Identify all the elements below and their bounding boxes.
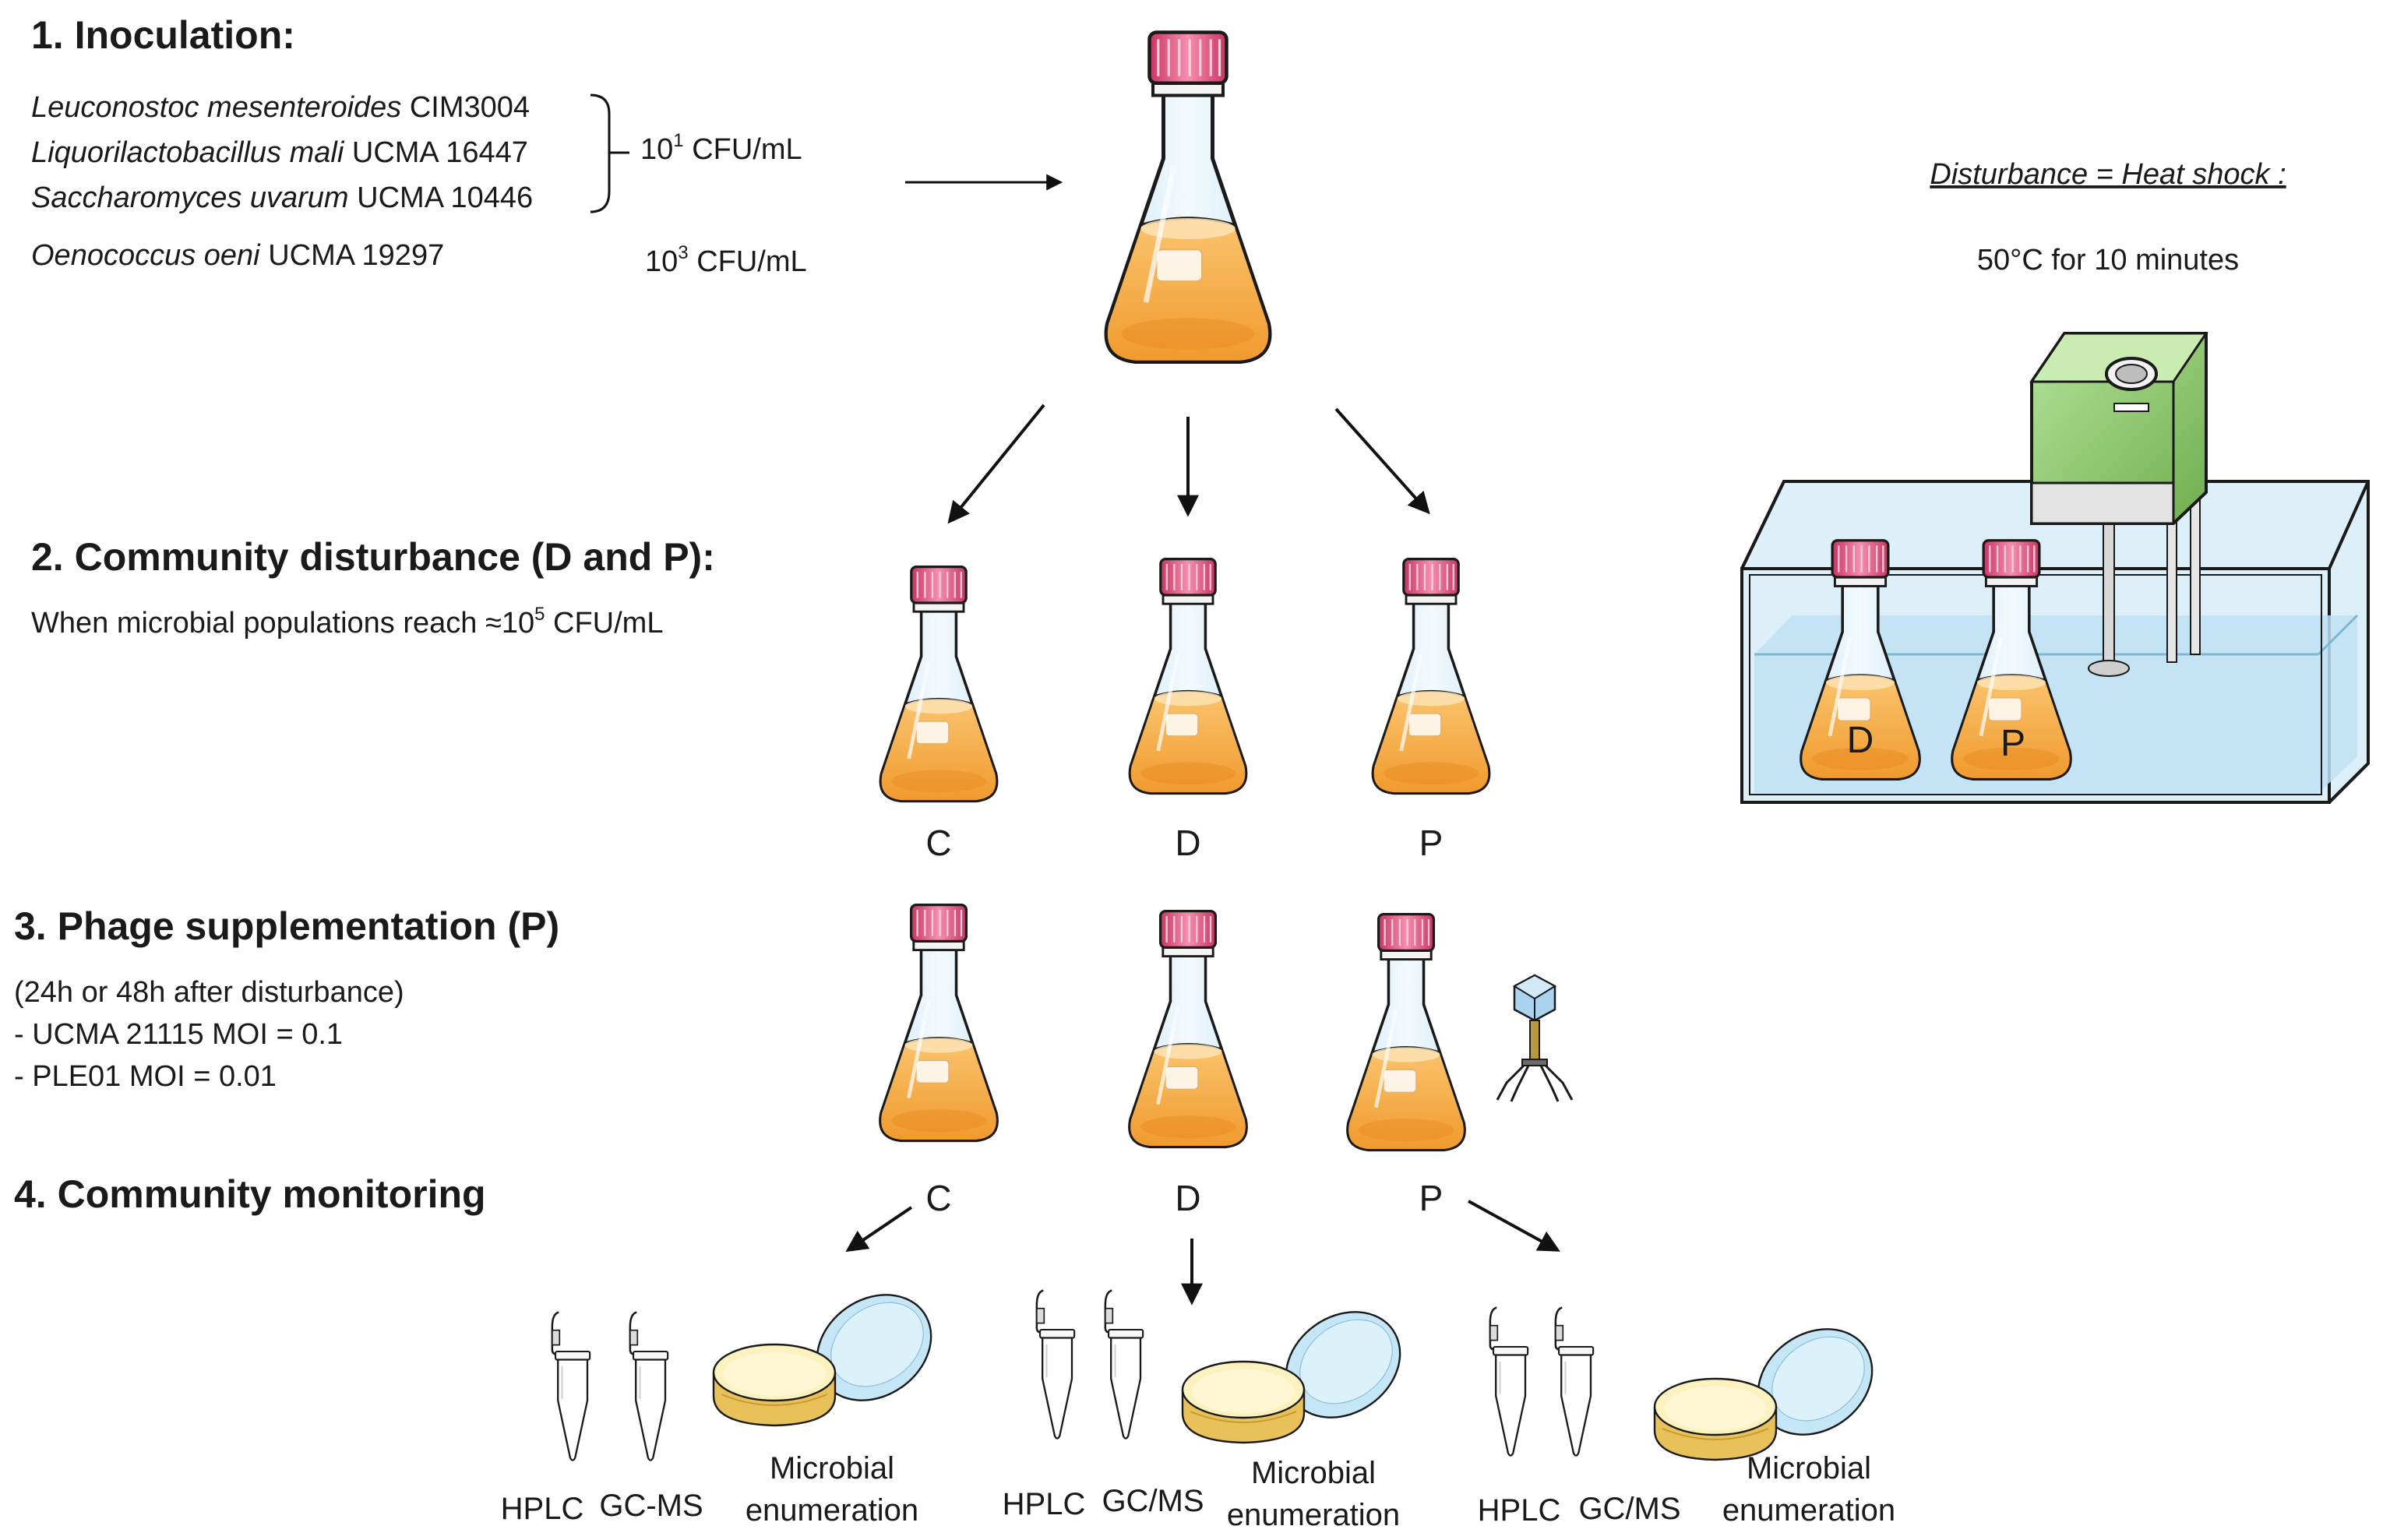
- monitoring-heading: 4. Community monitoring: [14, 1172, 486, 1216]
- plate-label-c-2: enumeration: [746, 1493, 918, 1528]
- monitoring-section: 4. Community monitoring: [14, 1172, 486, 1216]
- hplc-tube-d: [1035, 1288, 1076, 1440]
- disturbance-condition: When microbial populations reach ≈105 CF…: [31, 604, 663, 640]
- phage-timing: (24h or 48h after disturbance): [14, 976, 404, 1009]
- analysis-group-c: HPLC GC-MS Microbial enumeration: [501, 1272, 953, 1528]
- hplc-label-p: HPLC: [1478, 1493, 1561, 1528]
- gcms-label-c: GC-MS: [599, 1489, 703, 1523]
- flask-p-row2: [1373, 559, 1489, 794]
- inoculation-section: 1. Inoculation: Leuconostoc mesenteroide…: [31, 13, 1063, 278]
- label-c-row2: C: [925, 823, 951, 863]
- hplc-label-d: HPLC: [1003, 1487, 1086, 1521]
- petri-dish-d: [1181, 1289, 1422, 1444]
- phage-ple01: - PLE01 MOI = 0.01: [14, 1060, 277, 1093]
- arrow-to-c: [947, 404, 1045, 524]
- bath-flask-d-label: D: [1847, 720, 1874, 761]
- hplc-tube-c: [551, 1310, 591, 1462]
- gcms-tube-d: [1104, 1288, 1144, 1440]
- phage-heading: 3. Phage supplementation (P): [14, 904, 559, 948]
- species-oenococcus: Oenococcus oeni UCMA 19297: [31, 239, 444, 272]
- main-flask: [1106, 33, 1270, 362]
- petri-dish-p: [1653, 1306, 1894, 1461]
- analysis-group-d: HPLC GC/MS Microbial enumeration: [1003, 1288, 1422, 1532]
- flask-c-row2: [880, 567, 996, 802]
- gcms-label-d: GC/MS: [1102, 1484, 1204, 1518]
- species-saccharomyces: Saccharomyces uvarum UCMA 10446: [31, 181, 533, 214]
- heat-shock-detail: 50°C for 10 minutes: [1977, 244, 2239, 277]
- arrow-p-analyses: [1468, 1200, 1560, 1252]
- label-c-row4: C: [925, 1178, 951, 1218]
- flask-d-row2: [1130, 559, 1246, 794]
- dose-group: 101 CFU/mL: [640, 130, 802, 166]
- species-liquorilactobacillus: Liquorilactobacillus mali UCMA 16447: [31, 136, 528, 169]
- flask-p-row3: [1348, 914, 1465, 1151]
- plate-label-p-2: enumeration: [1722, 1493, 1895, 1528]
- phage-ucma: - UCMA 21115 MOI = 0.1: [14, 1018, 343, 1051]
- label-d-row4: D: [1175, 1178, 1200, 1218]
- arrow-c-analyses: [845, 1206, 913, 1253]
- plate-label-c-1: Microbial: [770, 1451, 894, 1485]
- gcms-label-p: GC/MS: [1578, 1492, 1680, 1526]
- dose-oeni: 103 CFU/mL: [645, 242, 807, 278]
- label-p-row4: P: [1419, 1178, 1444, 1218]
- flask-c-row3: [880, 905, 997, 1141]
- inoculation-heading: 1. Inoculation:: [31, 13, 295, 57]
- species-bracket: [590, 93, 611, 213]
- flask-d-row3: [1130, 911, 1246, 1147]
- plate-label-p-1: Microbial: [1747, 1451, 1871, 1485]
- disturbance-heading: 2. Community disturbance (D and P):: [31, 535, 715, 579]
- disturbance-section: 2. Community disturbance (D and P): When…: [31, 535, 715, 640]
- hplc-label-c: HPLC: [501, 1492, 584, 1526]
- plate-label-d-2: enumeration: [1227, 1498, 1400, 1532]
- species-leuconostoc: Leuconostoc mesenteroides CIM3004: [31, 91, 530, 124]
- phage-section: 3. Phage supplementation (P) (24h or 48h…: [14, 904, 559, 1093]
- heat-shock-panel: Disturbance = Heat shock : 50°C for 10 m…: [1740, 158, 2370, 804]
- label-d-row2: D: [1175, 823, 1200, 863]
- hplc-tube-p: [1489, 1306, 1529, 1457]
- label-p-row2: P: [1419, 823, 1444, 863]
- immersion-heater: [2029, 332, 2208, 677]
- plate-label-d-1: Microbial: [1251, 1456, 1376, 1490]
- bacteriophage-icon: [1496, 974, 1574, 1102]
- analysis-group-p: HPLC GC/MS Microbial enumeration: [1478, 1306, 1895, 1528]
- arrow-to-p: [1334, 407, 1430, 515]
- petri-dish-c: [712, 1272, 953, 1427]
- heat-shock-title: Disturbance = Heat shock :: [1930, 158, 2286, 191]
- bath-flask-p-label: P: [2000, 723, 2025, 764]
- gcms-tube-c: [629, 1310, 669, 1462]
- gcms-tube-p: [1554, 1306, 1595, 1457]
